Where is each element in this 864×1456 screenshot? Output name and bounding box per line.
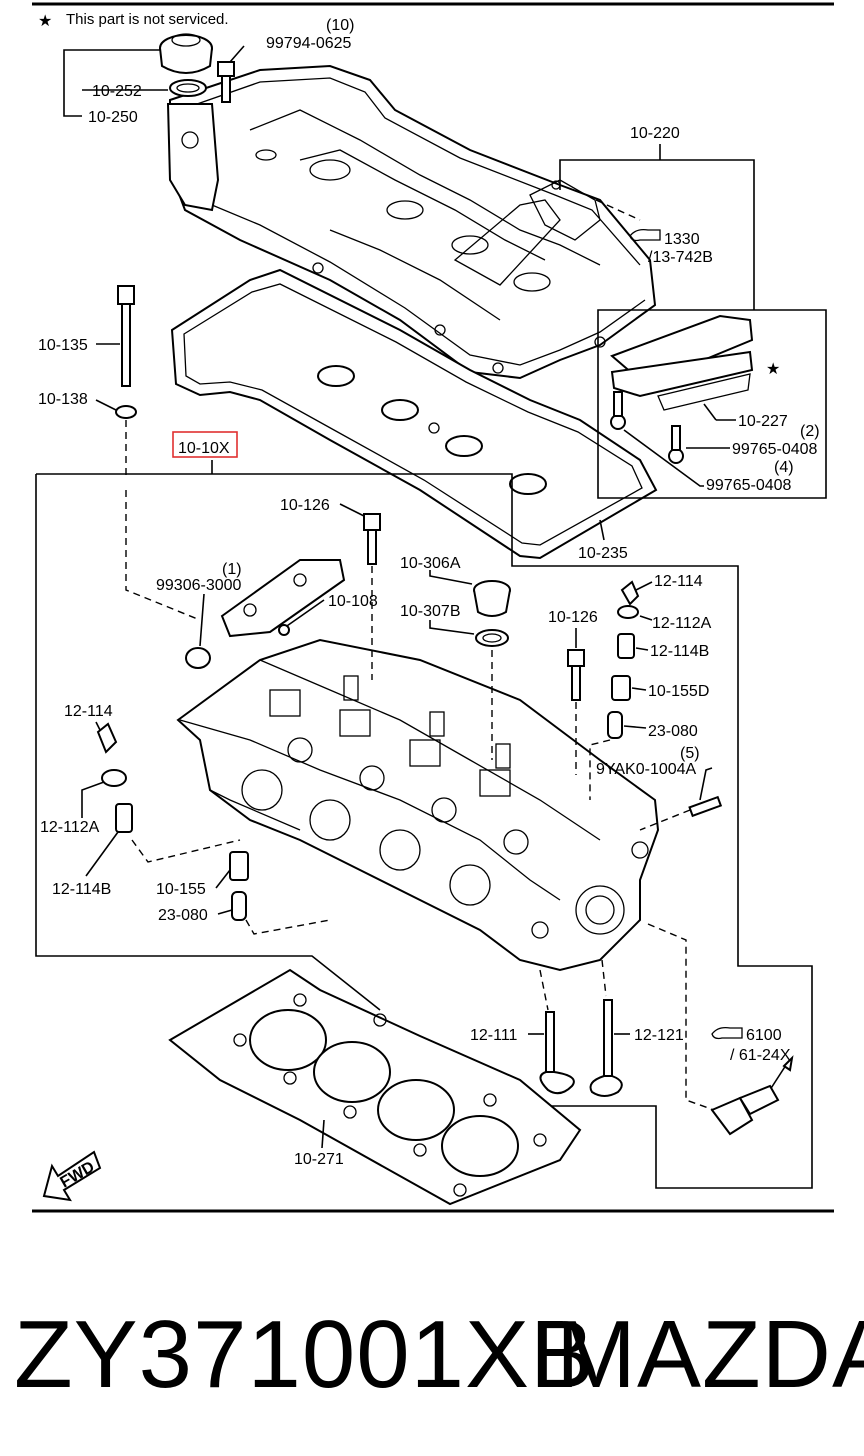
cylinder-head-cover	[166, 64, 657, 380]
label-10-138: 10-138	[38, 391, 88, 408]
label-23-080-a: 23-080	[648, 723, 698, 740]
label-10-155d: 10-155D	[648, 683, 709, 700]
label-10-220: 10-220	[630, 125, 680, 142]
valve-train-left	[96, 722, 249, 921]
label-qty-10: (10)	[326, 17, 354, 34]
bolt-10-135	[115, 285, 137, 419]
parts-diagram: ★ This part is not serviced. 10-252 10	[32, 2, 834, 1213]
screw-99765-0408-a	[668, 425, 684, 464]
label-99765-0408-a: 99765-0408	[732, 441, 818, 458]
label-10-155: 10-155	[156, 881, 206, 898]
plug-10-306a	[473, 580, 511, 647]
label-10-10x: 10-10X	[178, 440, 230, 457]
label-13-742b: /13-742B	[648, 249, 713, 266]
label-10-126-b: 10-126	[548, 609, 598, 626]
label-12-112a-b: 12-112A	[40, 819, 100, 836]
label-1330: 1330	[664, 231, 700, 248]
label-12-121: 12-121	[634, 1027, 684, 1044]
cylinder-head	[176, 638, 660, 972]
label-10-307b: 10-307B	[400, 603, 461, 620]
label-10-306a: 10-306A	[400, 555, 461, 572]
valve-train-right	[607, 580, 640, 739]
label-12-114-b: 12-114	[64, 703, 113, 720]
label-qty-1: (1)	[222, 561, 242, 578]
head-cover-gasket	[170, 268, 658, 560]
fwd-arrow-icon: FWD	[42, 1150, 102, 1202]
star-icon: ★	[38, 13, 52, 30]
hand-pointer-icon	[711, 1026, 743, 1040]
notice-text: This part is not serviced.	[66, 11, 229, 28]
brand-name: MAZDA	[556, 1301, 864, 1408]
stud-9yak0-1004a	[688, 795, 723, 818]
screw-99765-0408-b	[610, 391, 626, 430]
star-icon: ★	[766, 361, 780, 378]
label-99794-0625: 99794-0625	[266, 35, 352, 52]
highlight-box	[172, 431, 238, 458]
label-12-111: 12-111	[470, 1027, 518, 1044]
label-6100: 6100	[746, 1027, 782, 1044]
label-10-135: 10-135	[38, 337, 88, 354]
bolt-10-126-b	[567, 649, 585, 701]
label-61-24x: / 61-24X	[730, 1047, 791, 1064]
water-pipe-fitting	[710, 1084, 780, 1136]
oil-filler-cap	[159, 33, 213, 97]
label-10-227: 10-227	[738, 413, 788, 430]
label-12-114b-b: 12-114B	[52, 881, 111, 898]
label-12-114b-a: 12-114B	[650, 643, 709, 660]
footer: ZY371001XB MAZDA	[0, 1290, 864, 1420]
label-qty-2: (2)	[800, 423, 820, 440]
label-10-271: 10-271	[294, 1151, 344, 1168]
label-10-235: 10-235	[578, 545, 628, 562]
hand-pointer-icon	[629, 228, 661, 242]
label-10-250: 10-250	[88, 109, 138, 126]
label-qty-5: (5)	[680, 745, 700, 762]
part-number: ZY371001XB	[14, 1301, 596, 1408]
label-99306-3000: 99306-3000	[156, 577, 242, 594]
bolt-99794-0625	[217, 61, 235, 103]
label-99765-0408-b: 99765-0408	[706, 477, 792, 494]
valve-exhaust	[589, 999, 623, 1097]
label-23-080-b: 23-080	[158, 907, 208, 924]
bolt-10-126-a	[363, 513, 381, 565]
camshaft-cap	[185, 559, 346, 669]
label-10-108: 10-108	[328, 593, 378, 610]
label-10-126-a: 10-126	[280, 497, 330, 514]
label-qty-4: (4)	[774, 459, 794, 476]
label-12-112a-a: 12-112A	[652, 615, 712, 632]
label-10-252: 10-252	[92, 83, 142, 100]
valve-intake	[539, 1011, 575, 1095]
label-12-114-a: 12-114	[654, 573, 703, 590]
label-9yak0-1004a: 9YAK0-1004A	[596, 761, 697, 778]
heat-shield	[610, 314, 754, 411]
cylinder-head-gasket	[168, 968, 582, 1206]
